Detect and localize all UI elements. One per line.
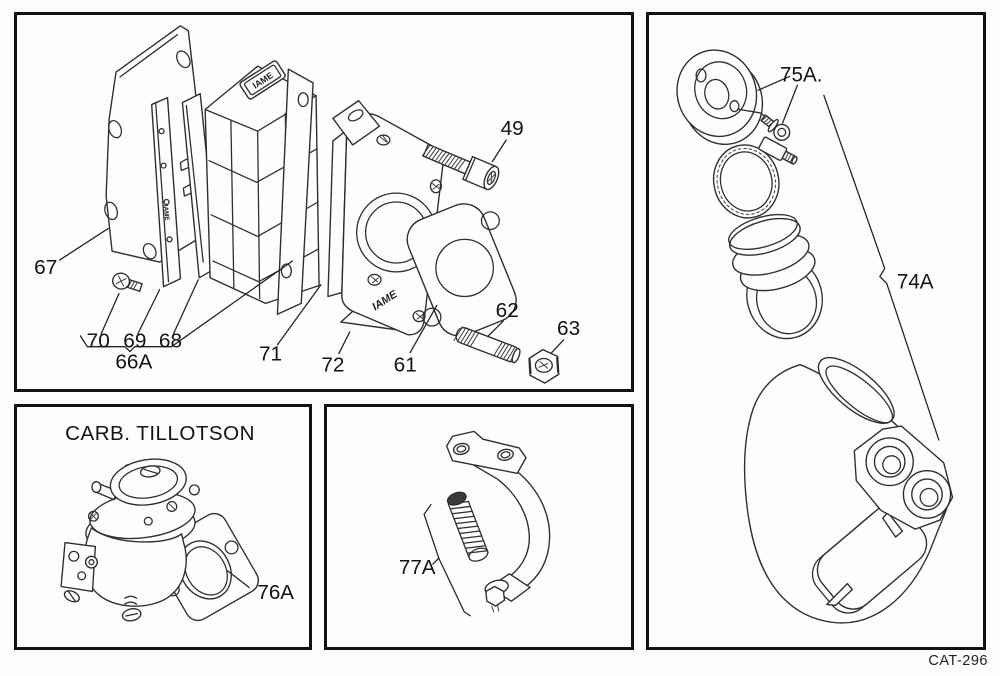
intake-boot-drawing <box>728 213 823 340</box>
part-label-62: 62 <box>496 299 519 322</box>
intake-silencer-panel: 75A. 74A <box>646 12 986 650</box>
part-label-49: 49 <box>501 117 524 140</box>
part-label-66A: 66A <box>115 350 152 373</box>
part-label-70: 70 <box>87 330 110 353</box>
bracket-leader-line <box>423 503 471 617</box>
stud-62-drawing <box>453 326 521 364</box>
part-label-67: 67 <box>34 256 57 279</box>
cover-drawing <box>676 49 769 146</box>
screw-49-drawing <box>421 143 500 191</box>
brand-mark-strip: IAME <box>162 204 171 221</box>
spring-drawing <box>446 491 489 562</box>
screw-70-drawing <box>112 272 143 292</box>
part-label-69: 69 <box>123 330 146 353</box>
part-label-75A: 75A. <box>780 63 822 86</box>
part-label-71: 71 <box>259 343 282 366</box>
part-label-74A: 74A <box>897 270 934 293</box>
part-label-63: 63 <box>557 317 580 340</box>
gasket-61-drawing <box>406 203 517 337</box>
manifold-72-drawing: IAME <box>327 99 444 336</box>
reed-leader-lines <box>58 139 565 355</box>
nut-63-drawing <box>528 348 560 384</box>
support-bracket-diagram: 77A <box>399 430 551 617</box>
carb-leader-line <box>227 570 250 589</box>
airbox-drawing <box>743 356 954 624</box>
reed-assembly-diagram: IAME IAME <box>34 25 580 384</box>
reed-stop-69-drawing: IAME <box>150 96 182 288</box>
part-label-72: 72 <box>321 353 344 376</box>
intake-silencer-diagram: 75A. 74A <box>676 49 954 624</box>
gasket-67-drawing <box>104 25 200 263</box>
cover-screw-drawing <box>760 114 791 141</box>
support-bracket-panel: 77A <box>324 404 634 650</box>
support-bracket-drawing <box>445 430 551 613</box>
gasket-71-drawing <box>276 68 314 315</box>
carburetor-panel: CARB. TILLOTSON 76A <box>14 404 312 650</box>
hose-clamp-drawing <box>712 136 798 219</box>
carburetor-diagram: CARB. TILLOTSON 76A <box>60 422 294 622</box>
part-label-76A: 76A <box>257 581 294 604</box>
reed-assembly-panel: IAME IAME <box>14 12 634 392</box>
intake-leader-lines <box>757 75 940 441</box>
part-label-61: 61 <box>394 353 417 376</box>
carb-panel-title: CARB. TILLOTSON <box>65 422 255 445</box>
part-label-68: 68 <box>159 330 182 353</box>
sheet-code: CAT-296 <box>928 653 988 669</box>
part-label-77A: 77A <box>399 556 436 579</box>
carburetor-drawing <box>60 458 259 622</box>
